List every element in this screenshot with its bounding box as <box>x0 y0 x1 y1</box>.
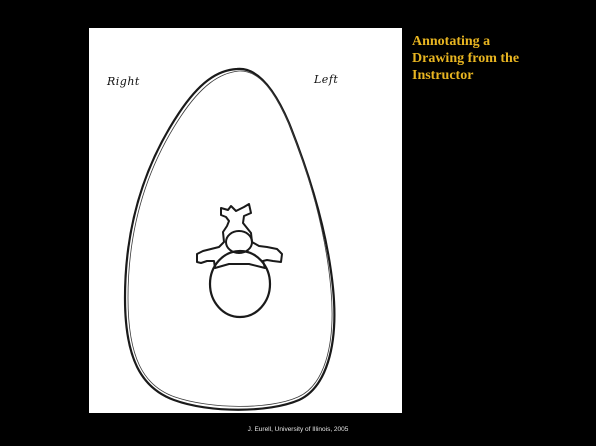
slide-title-line-3: Instructor <box>412 67 587 84</box>
slide-title-line-2: Drawing from the <box>412 50 587 67</box>
label-left: Left <box>314 73 338 86</box>
instructor-drawing: Right Left <box>89 28 402 413</box>
body-outline <box>125 69 334 410</box>
slide-title-line-1: Annotating a <box>412 33 587 50</box>
spinal-canal <box>226 231 252 253</box>
label-right: Right <box>107 75 140 88</box>
credit-line: J. Eurell, University of Illinois, 2005 <box>0 426 596 433</box>
spinous-process <box>197 204 282 268</box>
slide-title: Annotating a Drawing from the Instructor <box>412 33 587 84</box>
vertebral-body <box>210 251 270 317</box>
body-outline-second-stroke <box>128 71 332 406</box>
